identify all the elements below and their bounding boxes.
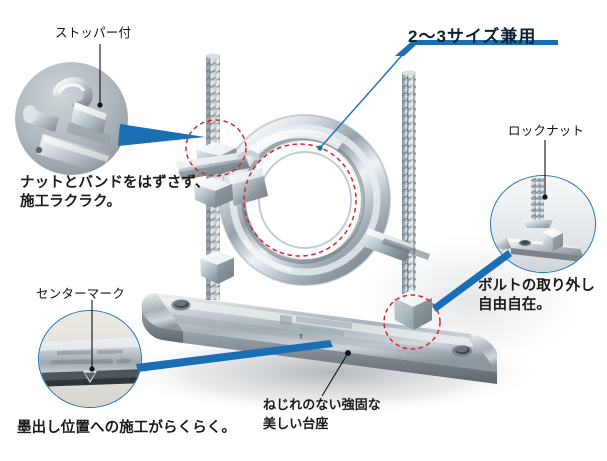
headline-leader [319, 43, 413, 149]
threaded-rod-right [402, 70, 416, 322]
caption-locknut-line2: 自由自在。 [478, 297, 551, 313]
caption-stopper-line1: ナットとバンドをはずさず、 [20, 175, 210, 191]
caption-centermark: 墨出し位置への施工がらくらく。 [17, 420, 236, 436]
inset-locknut-art [491, 176, 595, 272]
caption-baseplate-line1: ねじれのない強固な [263, 397, 381, 412]
label-centermark: センターマーク [36, 287, 125, 301]
inset-locknut-photo [490, 175, 596, 273]
inset-stopper-photo [15, 62, 128, 175]
base-plate [141, 293, 497, 384]
label-stopper: ストッパー付 [55, 26, 132, 40]
lock-nut-right [394, 290, 432, 330]
inset-centermark-photo [38, 310, 142, 408]
caption-stopper-line2: 施工ラクラク。 [20, 194, 122, 210]
inset-centermark-art [39, 311, 141, 407]
label-locknut: ロックナット [508, 124, 585, 138]
highlight-lock-nut [383, 294, 441, 350]
headline-text: 2〜3サイズ兼用 [408, 27, 537, 46]
inset-stopper-art [15, 62, 128, 175]
clamp-band-ring [219, 114, 430, 286]
pointer-centermark [136, 340, 333, 372]
highlight-band-ring [243, 143, 357, 257]
highlight-stopper [185, 119, 247, 177]
lower-nut-left [200, 251, 234, 284]
highlight-marks [185, 119, 441, 350]
caption-baseplate-line2: 美しい台座 [263, 416, 329, 431]
leader-baseplate [321, 352, 349, 397]
pointer-stopper [118, 124, 205, 146]
caption-locknut-line1: ボルトの取り外し [478, 278, 595, 294]
